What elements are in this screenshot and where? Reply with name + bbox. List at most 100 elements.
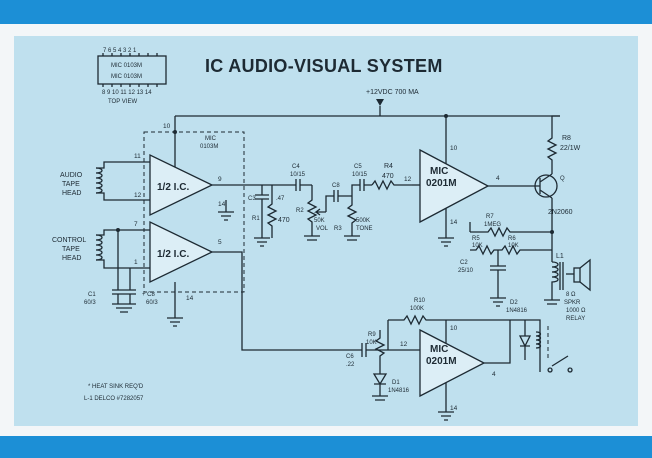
ic3-amplifier [419, 328, 486, 398]
ic3-pin-10: 10 [450, 325, 458, 332]
speaker-cone [579, 258, 591, 292]
r2-function: VOL [316, 226, 329, 232]
ic1-pin-5: 5 [218, 239, 222, 246]
ic2-part-line2: 0201M [426, 178, 457, 189]
r4-label: R4 [384, 163, 393, 170]
audio-head-label-3: HEAD [62, 190, 81, 197]
audio-head-label-2: TAPE [62, 181, 80, 188]
ic1-pin-10: 10 [163, 123, 171, 130]
d2-diode [518, 320, 532, 360]
ic3-ground [438, 383, 454, 421]
r9-symbol [374, 330, 386, 374]
speaker-magnet [573, 267, 581, 283]
r1-label: R1 [252, 216, 260, 222]
ic2-pin-12: 12 [404, 176, 412, 183]
r1-symbol [266, 185, 278, 238]
l1-core [559, 262, 564, 290]
r4-value: 470 [382, 173, 394, 180]
r2-value: 50K [314, 218, 325, 224]
ic1-pin-14: 14 [186, 295, 194, 302]
r3-label: R3 [334, 226, 342, 232]
r6-value: 10K [508, 243, 519, 249]
c6-label: C6 [346, 354, 354, 360]
q1-part: 2N2060 [548, 209, 573, 216]
pinout-bottom-pin-numbers: 8 9 10 11 12 13 14 [102, 90, 152, 96]
cb-capacitor [325, 190, 352, 212]
c8-symbol [124, 268, 136, 304]
l1-label: L1 [556, 253, 564, 260]
ic3-part-line1: MIC [430, 344, 448, 355]
ic1-pin-12: 12 [134, 192, 142, 199]
d1-value: 1N4816 [388, 388, 410, 394]
c4-value: 10/15 [290, 172, 306, 178]
junction-dot [173, 130, 177, 134]
note-heat-sink: * HEAT SINK REQ'D [88, 384, 144, 390]
ic1-pin-9: 9 [218, 176, 222, 183]
diagram-title: IC AUDIO-VISUAL SYSTEM [205, 56, 443, 76]
supply-arrow [376, 99, 384, 106]
ic1-part-line1: MIC [205, 136, 217, 142]
ic1-ground [167, 282, 183, 327]
ic1-pin-14b: 14 [218, 201, 226, 208]
control-head-label-2: TAPE [62, 246, 80, 253]
c4-label: C4 [292, 164, 300, 170]
r8-value: 22/1W [560, 145, 581, 152]
r8-symbol [546, 115, 560, 174]
control-head-label-3: HEAD [62, 255, 81, 262]
ic1-lower-label: 1/2 I.C. [157, 249, 189, 260]
c8-label: + C8 [142, 292, 156, 298]
ic3-part-line2: 0201M [426, 356, 457, 367]
ic2-pin-14: 14 [450, 219, 458, 226]
q1-transistor-leads [536, 173, 553, 199]
q1-transistor-body [534, 174, 558, 198]
r4-symbol [371, 179, 412, 191]
l1-inductor [544, 261, 560, 305]
ic-pinout-top-view: 7 6 5 4 3 2 1 MIC 0103M MIC 0103M 8 9 10… [97, 48, 167, 105]
c2-label: C2 [460, 260, 468, 266]
pinout-top-pin-numbers: 7 6 5 4 3 2 1 [103, 48, 137, 54]
audio-tape-head: AUDIO TAPE HEAD 11 12 [60, 153, 150, 201]
r5-label: R5 [472, 236, 480, 242]
cb-label: C8 [332, 183, 340, 189]
r10-label: R10 [414, 298, 426, 304]
control-tape-head: CONTROL TAPE HEAD 7 1 [52, 221, 150, 269]
c5-value: 10/15 [352, 172, 368, 178]
r8-label: R8 [562, 135, 571, 142]
junction-dot [550, 230, 554, 234]
audio-head-label-1: AUDIO [60, 172, 83, 179]
c5-symbol [351, 179, 372, 196]
relay-contact [547, 355, 573, 373]
c5-label: C5 [354, 164, 362, 170]
r10-value: 100K [410, 306, 424, 312]
audio-head-wires [96, 161, 150, 201]
q1-label: Q [560, 176, 565, 182]
speaker-impedance: 8 Ω [566, 292, 576, 298]
r5-value: 10K [472, 243, 483, 249]
relay-coil [535, 331, 542, 349]
ic1-pin-11: 11 [134, 153, 141, 160]
c2-value: 25/10 [458, 268, 474, 274]
pinout-body [97, 55, 167, 85]
relay-resistance: 1000 Ω [566, 308, 586, 314]
ic2-amplifier [419, 148, 490, 224]
c6-symbol [360, 343, 388, 357]
c1-label: C1 [88, 292, 96, 298]
d1-label: D1 [392, 380, 400, 386]
r7-symbol [470, 226, 552, 238]
c2-symbol [490, 250, 506, 307]
c3-symbol [254, 185, 270, 247]
pinout-pins [102, 53, 158, 87]
r3-tone-pot [344, 196, 360, 241]
ic1-upper-amplifier [149, 153, 214, 217]
c6-value: .22 [346, 362, 355, 368]
r10-symbol [388, 314, 500, 326]
d1-diode [372, 373, 388, 401]
ic3-output-wire [484, 320, 511, 364]
ground-symbol [112, 303, 136, 313]
note-inductor-part: L-1 DELCO #7282057 [84, 396, 144, 402]
r6-label: R6 [508, 236, 516, 242]
r9-value: 10K [366, 340, 377, 346]
top-color-band [0, 0, 652, 24]
r2-label: R2 [296, 208, 304, 214]
